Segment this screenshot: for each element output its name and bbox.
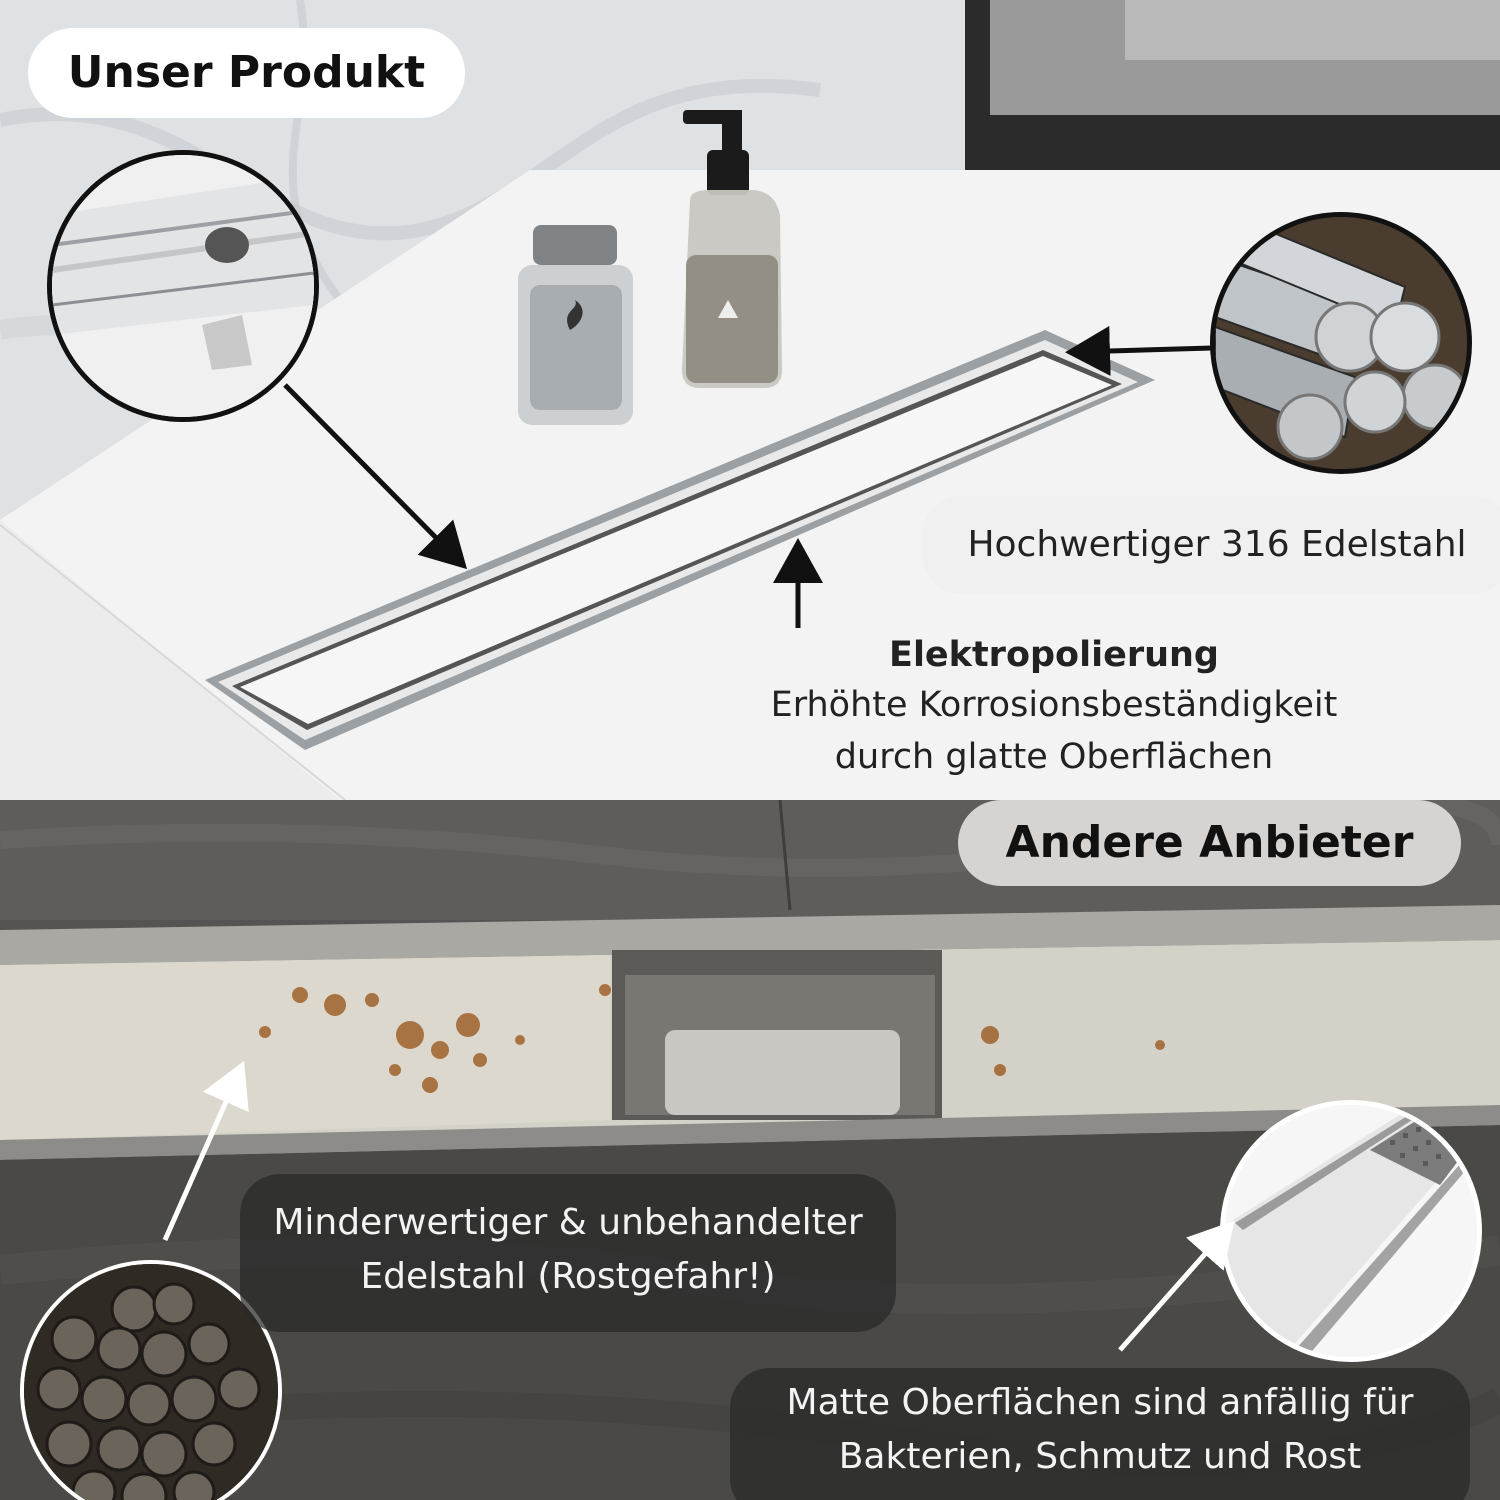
steel-grade-callout: Hochwertiger 316 Edelstahl xyxy=(922,496,1500,594)
electropolish-line-2: durch glatte Oberflächen xyxy=(834,737,1274,777)
inferior-steel-line-1: Minderwertiger & unbehandelter xyxy=(273,1202,863,1243)
inferior-steel-callout: Minderwertiger & unbehandelter Edelstahl… xyxy=(240,1174,896,1332)
electropolish-title: Elektropolierung xyxy=(889,635,1219,675)
matte-surfaces-line-2: Bakterien, Schmutz und Rost xyxy=(838,1436,1362,1477)
linear-drain xyxy=(205,330,1155,750)
matte-surfaces-callout: Matte Oberflächen sind anfällig für Bakt… xyxy=(730,1368,1470,1500)
steel-rods-closeup xyxy=(1210,212,1472,474)
other-vendors-label: Andere Anbieter xyxy=(958,800,1461,886)
soap-dispenser xyxy=(682,110,782,388)
matte-surfaces-line-1: Matte Oberflächen sind anfällig für xyxy=(786,1382,1414,1423)
our-product-label: Unser Produkt xyxy=(28,28,465,118)
inferior-steel-line-2: Edelstahl (Rostgefahr!) xyxy=(360,1256,776,1297)
electropolish-line-1: Erhöhte Korrosionsbeständigkeit xyxy=(770,685,1338,725)
rusty-drain-channel xyxy=(0,905,1500,1160)
polished-steel-closeup xyxy=(47,150,319,422)
glass-jar xyxy=(518,225,633,425)
rusty-rods-closeup xyxy=(20,1260,282,1500)
matte-drain-closeup xyxy=(1220,1100,1482,1362)
rust-stains xyxy=(259,984,1165,1093)
electropolish-callout: Elektropolierung Erhöhte Korrosionsbestä… xyxy=(702,628,1406,778)
